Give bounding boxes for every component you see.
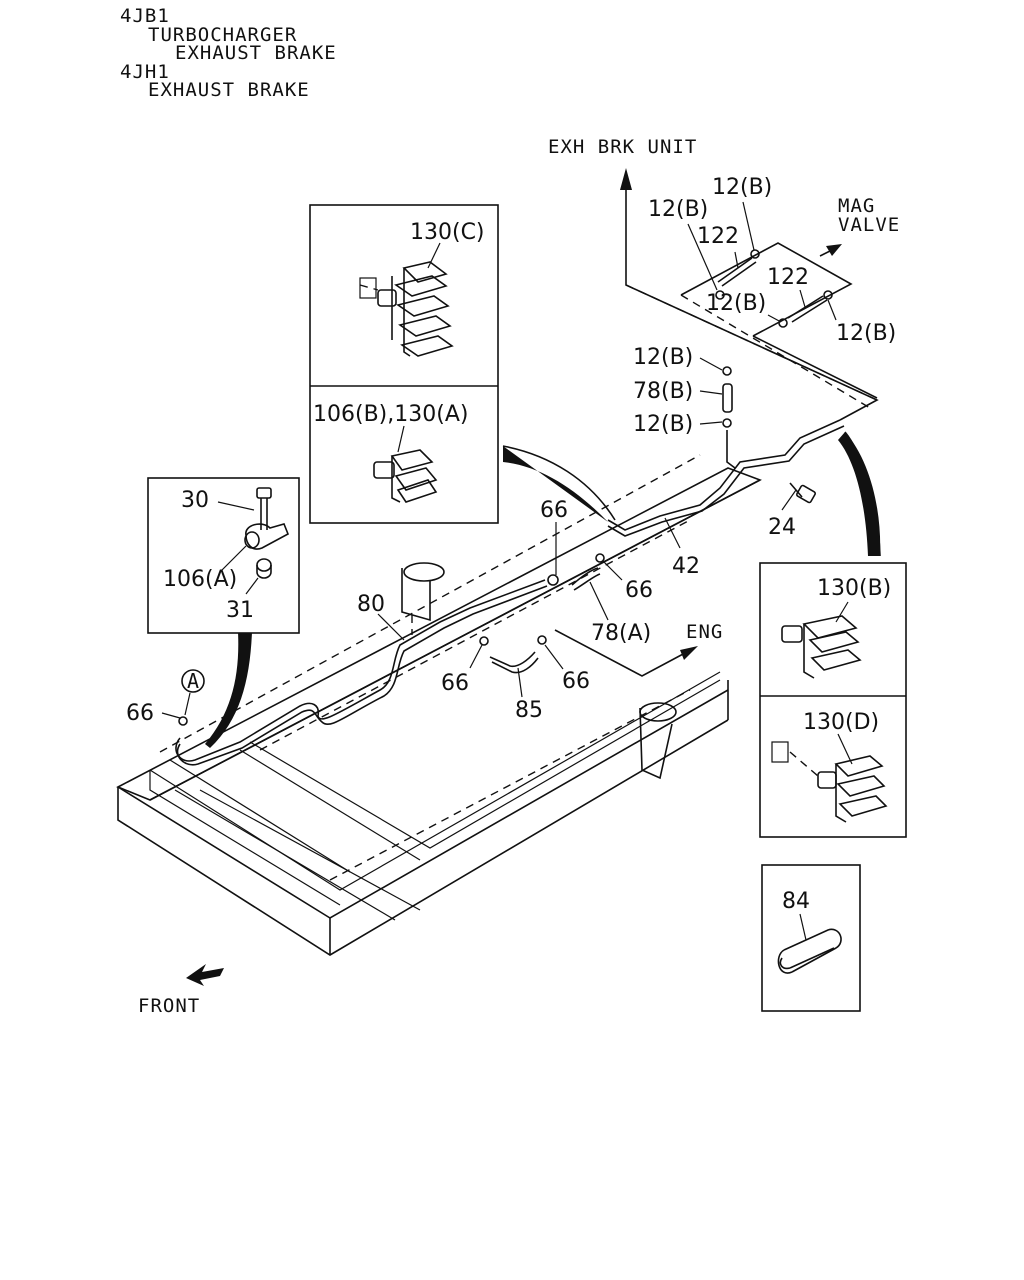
mag-valve-arrow-icon <box>826 244 842 256</box>
eng-arrow-icon <box>680 646 698 660</box>
callout-80: 80 <box>357 592 385 617</box>
callout-66-c: 66 <box>441 671 469 696</box>
circle-a-label: A <box>187 669 199 693</box>
callout-85: 85 <box>515 698 543 723</box>
callout-12b-right: 12(B) <box>836 321 896 346</box>
exh-brk-unit-label: EXH BRK UNIT <box>548 136 697 158</box>
callout-labels: EXH BRK UNIT MAG VALVE ENG FRONT 12(B) 1… <box>126 136 900 1017</box>
model-header: 4JB1 TURBOCHARGER EXHAUST BRAKE 4JH1 EXH… <box>120 5 337 101</box>
eng-label: ENG <box>686 621 723 643</box>
callout-42: 42 <box>672 554 700 579</box>
inset-label-31: 31 <box>226 598 254 623</box>
inset-clip-bolt: 30 106(A) 31 <box>147 477 300 634</box>
callout-12b-v2: 12(B) <box>633 412 693 437</box>
model-4jb1: 4JB1 <box>120 5 170 27</box>
callout-66-d: 66 <box>562 669 590 694</box>
callout-122-b: 122 <box>767 265 809 290</box>
inset-edge-trim: 84 <box>761 864 861 1012</box>
up-arrow-icon <box>620 168 632 190</box>
header-turbocharger: TURBOCHARGER <box>148 24 297 46</box>
inset-label-130c: 130(C) <box>410 220 485 245</box>
callout-78a: 78(A) <box>591 621 651 646</box>
inset-label-30: 30 <box>181 488 209 513</box>
callout-66-b: 66 <box>625 578 653 603</box>
callout-122-a: 122 <box>697 224 739 249</box>
callout-12b-mid: 12(B) <box>706 291 766 316</box>
mag-label: MAG <box>838 195 875 217</box>
valve-label: VALVE <box>838 214 900 236</box>
callout-78b: 78(B) <box>633 379 693 404</box>
chassis-frame <box>116 454 762 956</box>
inset-label-106b-130a: 106(B),130(A) <box>313 402 468 427</box>
header-exhaust-brake-2: EXHAUST BRAKE <box>148 79 310 101</box>
callout-66-e: 66 <box>126 701 154 726</box>
reference-circle-a <box>181 669 205 693</box>
inset-label-130b: 130(B) <box>817 576 891 601</box>
callout-24: 24 <box>768 515 796 540</box>
callout-leaders <box>161 201 837 719</box>
callout-12b-left: 12(B) <box>648 197 708 222</box>
callout-66-a: 66 <box>540 498 568 523</box>
front-arrow-icon <box>186 964 224 986</box>
inset-label-84: 84 <box>782 889 810 914</box>
inset-label-130d: 130(D) <box>803 710 879 735</box>
model-4jh1: 4JH1 <box>120 61 170 83</box>
callout-12b-top: 12(B) <box>712 175 772 200</box>
front-label: FRONT <box>138 995 200 1017</box>
callout-12b-v1: 12(B) <box>633 345 693 370</box>
inset-clamps-right: 130(B) 130(D) <box>759 562 907 838</box>
header-exhaust-brake-1: EXHAUST BRAKE <box>175 42 337 64</box>
inset-clamps-left: 130(C) 106(B),130(A) <box>309 204 499 524</box>
routing-lines <box>186 168 881 986</box>
inset-label-106a: 106(A) <box>163 567 237 592</box>
